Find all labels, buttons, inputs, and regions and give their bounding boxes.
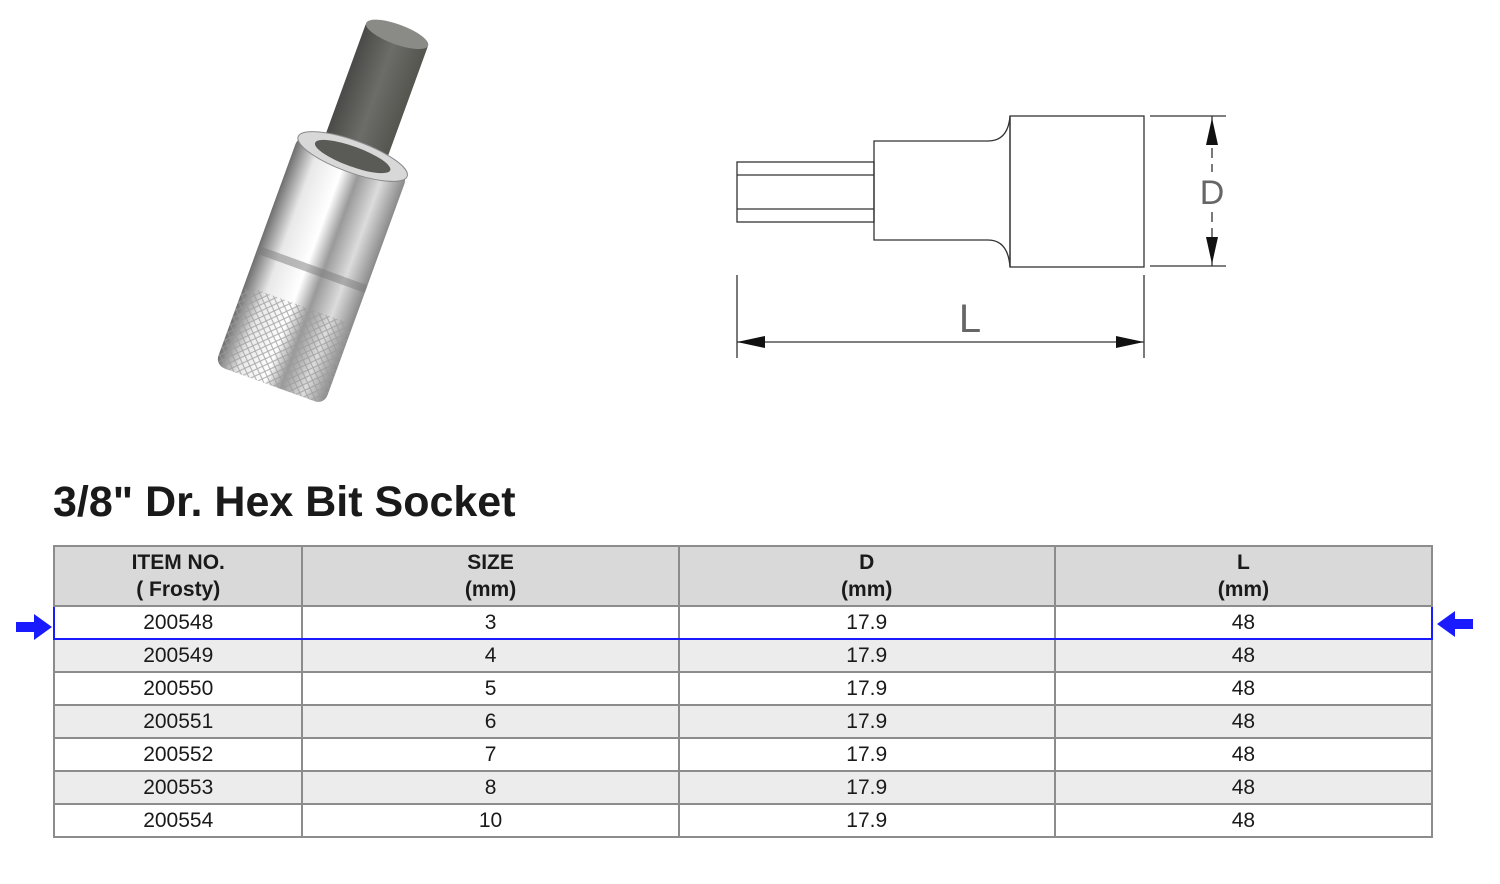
table-header-row: ITEM NO. ( Frosty) SIZE (mm) D (mm) L (mm)	[52, 545, 1434, 607]
cell-item: 200553	[52, 770, 304, 805]
cell-size: 8	[301, 770, 680, 805]
cell-d: 17.9	[677, 737, 1056, 772]
header-label: L	[1236, 551, 1250, 574]
table-row: 200553 8 17.9 48	[52, 770, 1434, 805]
cell-d: 17.9	[677, 671, 1056, 706]
cell-d: 17.9	[677, 770, 1056, 805]
cell-d: 17.9	[677, 605, 1056, 640]
cell-item: 200552	[52, 737, 304, 772]
arrow-right-icon	[16, 614, 52, 640]
cell-l: 48	[1053, 803, 1434, 838]
header-size: SIZE (mm)	[301, 545, 680, 607]
socket-outline	[736, 115, 1145, 268]
cell-item: 200549	[52, 638, 304, 673]
cell-item: 200548	[52, 605, 304, 640]
header-item-no: ITEM NO. ( Frosty)	[52, 545, 304, 607]
dimension-l-label: L	[959, 297, 981, 341]
header-l: L (mm)	[1053, 545, 1434, 607]
cell-size: 5	[301, 671, 680, 706]
table-row: 200549 4 17.9 48	[52, 638, 1434, 673]
table-row: 200551 6 17.9 48	[52, 704, 1434, 739]
cell-d: 17.9	[677, 803, 1056, 838]
cell-l: 48	[1053, 671, 1434, 706]
cell-size: 6	[301, 704, 680, 739]
header-sublabel: (mm)	[1217, 578, 1270, 601]
cell-size: 10	[301, 803, 680, 838]
cell-size: 3	[301, 605, 680, 640]
cell-item: 200554	[52, 803, 304, 838]
technical-drawing: D L	[736, 115, 1226, 358]
table-row-highlighted: 200548 3 17.9 48	[52, 605, 1434, 640]
cell-d: 17.9	[677, 704, 1056, 739]
header-label: SIZE	[467, 551, 514, 574]
cell-l: 48	[1053, 737, 1434, 772]
header-sublabel: (mm)	[841, 578, 893, 601]
dimension-l: L	[736, 275, 1145, 358]
spec-table: ITEM NO. ( Frosty) SIZE (mm) D (mm) L (mm) 2…	[52, 545, 1434, 838]
dimension-d-label: D	[1200, 174, 1225, 212]
cell-item: 200550	[52, 671, 304, 706]
arrow-left-icon	[1437, 611, 1473, 637]
table-row: 200550 5 17.9 48	[52, 671, 1434, 706]
table-row: 200554 10 17.9 48	[52, 803, 1434, 838]
header-d: D (mm)	[677, 545, 1056, 607]
cell-l: 48	[1053, 605, 1434, 640]
cell-size: 7	[301, 737, 680, 772]
cell-item: 200551	[52, 704, 304, 739]
cell-size: 4	[301, 638, 680, 673]
table-row: 200552 7 17.9 48	[52, 737, 1434, 772]
product-photo	[217, 19, 429, 402]
header-sublabel: ( Frosty)	[136, 578, 221, 601]
cell-l: 48	[1053, 770, 1434, 805]
cell-l: 48	[1053, 638, 1434, 673]
cell-d: 17.9	[677, 638, 1056, 673]
header-label: D	[859, 551, 875, 574]
header-label: ITEM NO.	[131, 551, 225, 574]
page-title: 3/8" Dr. Hex Bit Socket	[53, 478, 516, 526]
cell-l: 48	[1053, 704, 1434, 739]
header-sublabel: (mm)	[464, 578, 517, 601]
dimension-d: D	[1150, 115, 1226, 267]
